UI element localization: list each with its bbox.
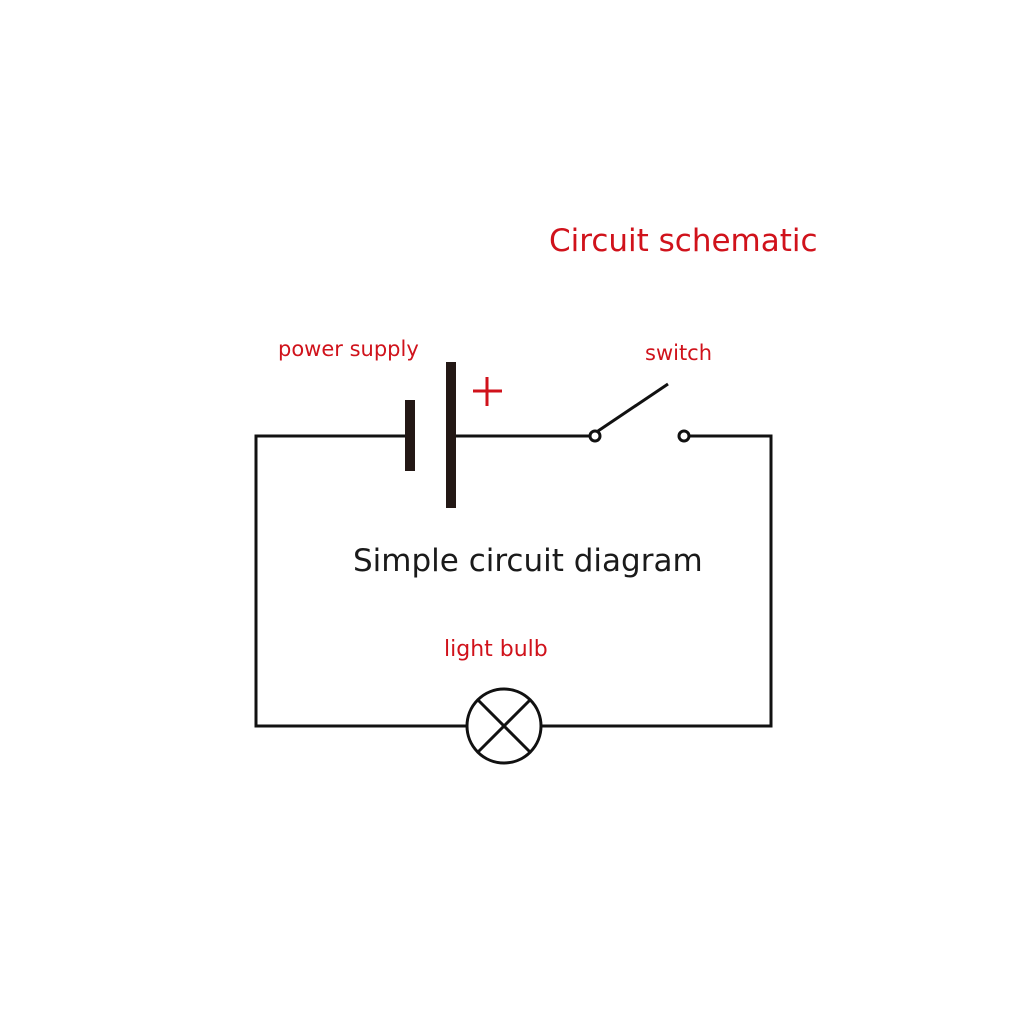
wire-top-left	[254, 434, 469, 728]
light-bulb-label: light bulb	[444, 637, 548, 662]
battery-negative-plate	[405, 400, 415, 471]
switch-terminal-right	[677, 429, 691, 443]
switch-label: switch	[645, 341, 713, 365]
positive-sign-icon	[473, 377, 502, 406]
switch-symbol	[588, 382, 691, 443]
wire-right	[540, 434, 773, 728]
diagram-title: Circuit schematic	[549, 223, 818, 259]
diagram-caption: Simple circuit diagram	[353, 543, 703, 579]
power-supply-label: power supply	[278, 337, 419, 361]
battery-positive-plate	[446, 362, 456, 508]
light-bulb-symbol	[465, 687, 543, 765]
switch-terminal-left	[588, 429, 602, 443]
